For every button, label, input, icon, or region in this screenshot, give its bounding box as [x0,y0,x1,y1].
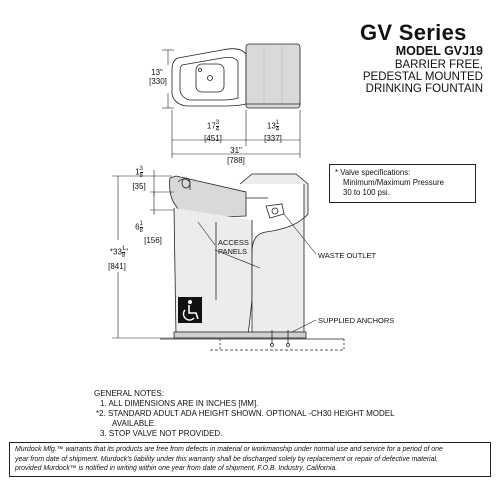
callout-supplied-anchors: SUPPLIED ANCHORS [318,316,395,325]
top-height-in: 13" [151,68,163,77]
warranty-line-1: Murdock Mfg.™ warrants that its products… [15,446,443,453]
model-number: MODEL GVJ19 [395,44,483,58]
top-width2-mm: [337] [264,134,282,143]
callout-waste-outlet: WASTE OUTLET [318,251,377,260]
model-desc-line-3: DRINKING FOUNTAIN [365,83,483,95]
note-2b: AVAILABLE. [112,419,157,428]
top-height-mm: [330] [149,77,167,86]
side-view-dimensions [112,170,174,339]
valve-spec-line-3: 30 to 100 psi. [343,188,390,197]
model-desc-line-2: PEDESTAL MOUNTED [362,71,483,83]
callout-leaders [197,213,317,333]
wheelchair-icon [178,297,202,323]
top-view-fountain [171,43,301,109]
general-notes: GENERAL NOTES: 1. ALL DIMENSIONS ARE IN … [94,389,395,439]
valve-spec-line-1: * Valve specifications: [335,168,411,177]
note-3: 3. STOP VALVE NOT PROVIDED. [100,429,223,438]
side-view-fountain [160,173,345,351]
warranty-box: Murdock Mfg.™ warrants that its products… [9,442,491,477]
side-bowl-mm: [156] [144,236,162,245]
model-desc-line-1: BARRIER FREE, [394,59,483,71]
note-1: 1. ALL DIMENSIONS ARE IN INCHES [MM]. [100,399,259,408]
series-title: GV Series [360,20,467,45]
side-height-mm: [841] [108,262,126,271]
valve-spec-box: * Valve specifications: Minimum/Maximum … [329,164,476,203]
top-overall-in: 31" [230,146,242,155]
top-width1-mm: [451] [204,134,222,143]
notes-title: GENERAL NOTES: [94,389,164,398]
note-2a: *2. STANDARD ADULT ADA HEIGHT SHOWN. OPT… [96,409,395,418]
callout-access-panels-1: ACCESS [218,238,249,247]
warranty-line-3: provided Murdock™ is notified in writing… [15,465,338,473]
top-view-dimensions [162,49,301,158]
callout-access-panels-2: PANELS [218,247,248,256]
top-overall-mm: [788] [227,156,245,165]
side-rim-mm: [35] [132,182,146,191]
warranty-line-2: year from date of shipment. Murdock's li… [15,455,438,463]
valve-spec-line-2: Minimum/Maximum Pressure [343,178,444,187]
